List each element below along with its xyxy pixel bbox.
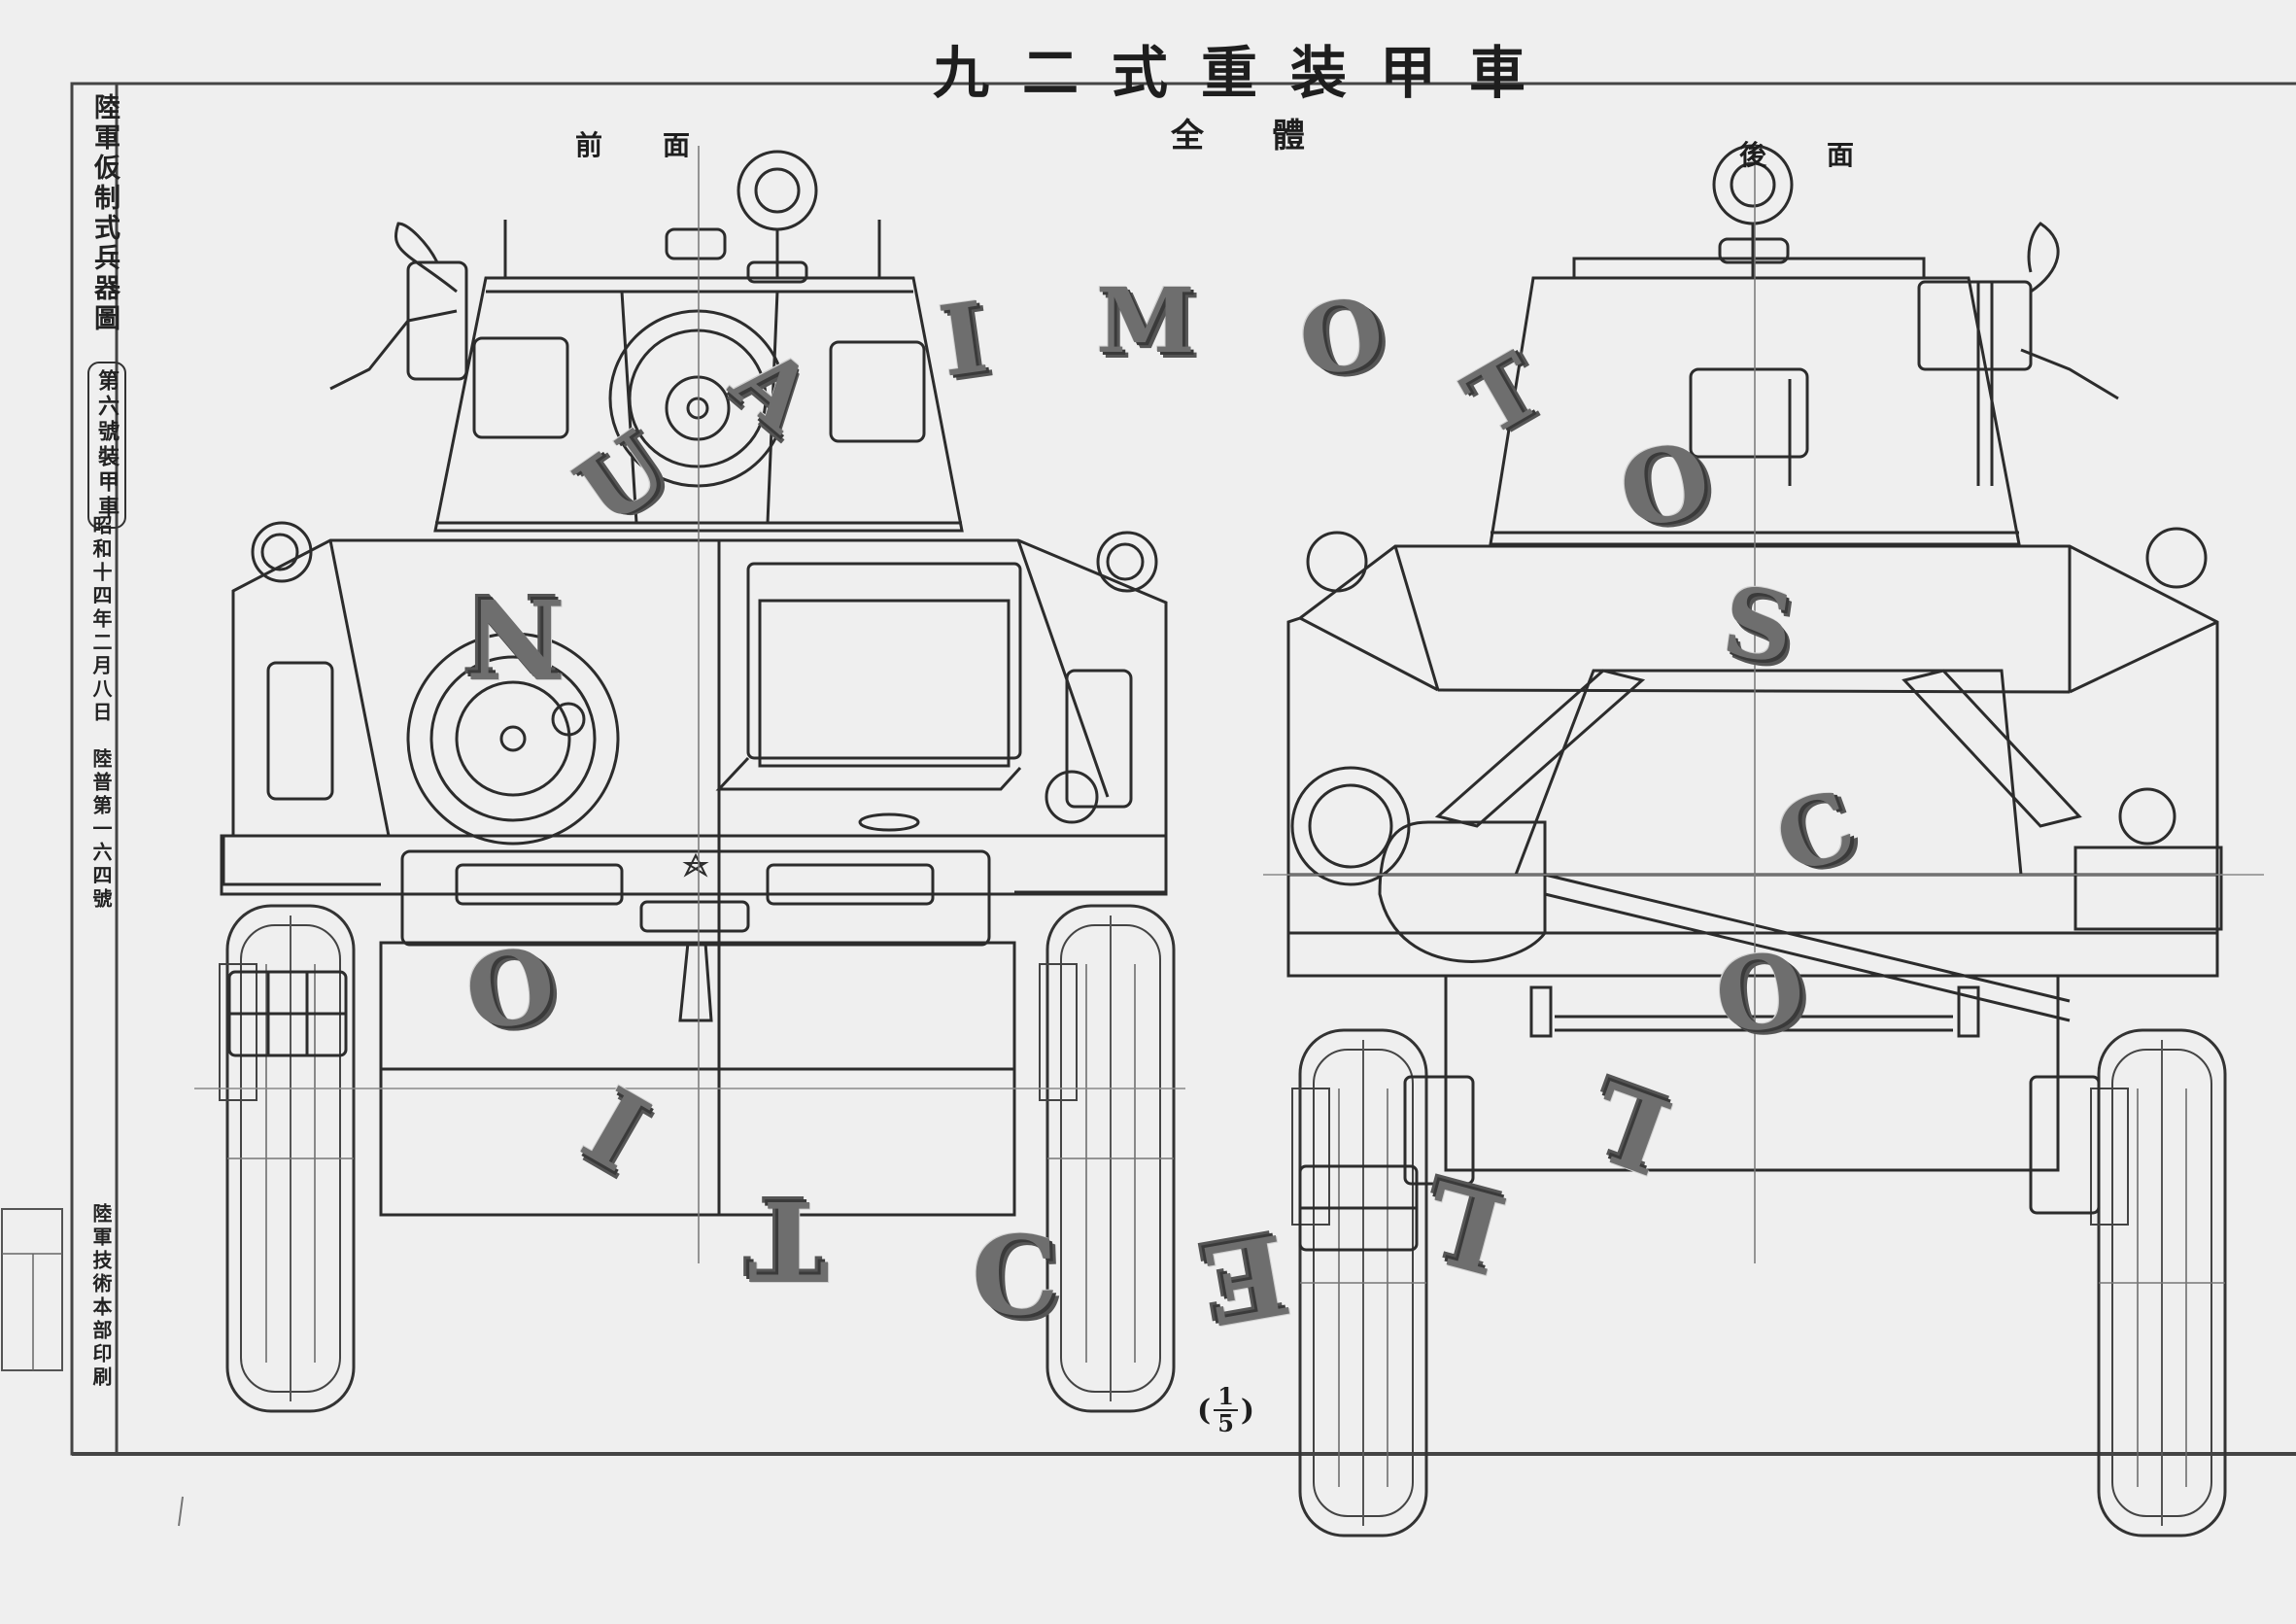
- scale-close: ): [1240, 1393, 1255, 1428]
- overlay-letter: N: [466, 573, 566, 701]
- sidebar-printer: 陸軍技術本部印刷: [89, 1203, 113, 1390]
- scale-label: ( 1 5 ): [1197, 1384, 1254, 1436]
- front-view-label: 前面: [575, 129, 751, 161]
- overlay-letter: M: [1096, 268, 1195, 373]
- sidebar-date: 昭和十四年二月八日 陸普第一六四號: [89, 515, 113, 912]
- scale-open: (: [1197, 1393, 1212, 1428]
- rear-view-label: 後面: [1739, 139, 1915, 171]
- overlay-letter: T: [748, 1176, 830, 1303]
- drawing-title: 九二式重装甲車: [933, 40, 1559, 106]
- scale-numerator: 1: [1214, 1384, 1238, 1411]
- scale-fraction: 1 5: [1214, 1384, 1238, 1436]
- drawing-subtitle: 全體: [1171, 117, 1373, 155]
- sidebar-title: 陸軍仮制式兵器圖: [89, 93, 120, 334]
- scale-denominator: 5: [1217, 1409, 1234, 1437]
- overlay-letter: C: [969, 1211, 1061, 1342]
- sidebar-designation: 第六號裝甲車: [87, 362, 126, 529]
- overlay-letter: O: [1707, 927, 1812, 1058]
